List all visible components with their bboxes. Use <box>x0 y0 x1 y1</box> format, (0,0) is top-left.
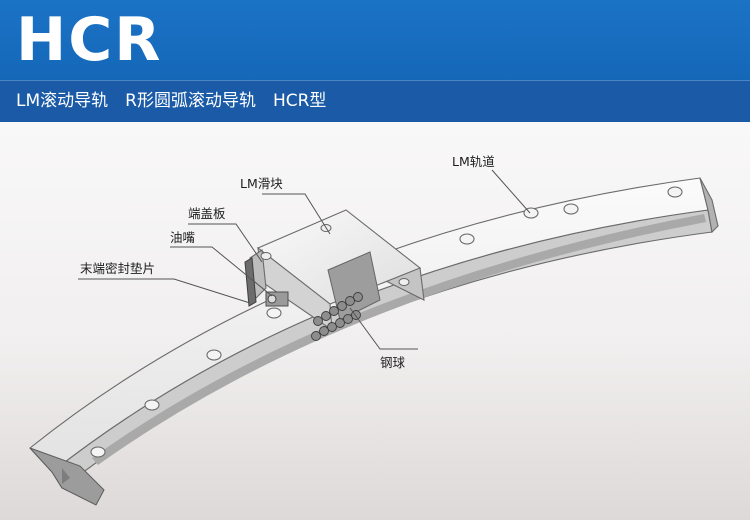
leader-steel-ball <box>349 307 418 350</box>
steel-ball <box>337 301 347 311</box>
end-seal <box>244 257 257 307</box>
label-grease-nipple: 油嘴 <box>170 230 196 245</box>
hcr-illustration: LM轨道 LM滑块 端盖板 油嘴 末端密封垫片 钢球 <box>29 154 719 506</box>
steel-ball <box>329 306 339 316</box>
label-lm-block: LM滑块 <box>240 176 283 191</box>
leader-lm-rail <box>491 169 531 214</box>
page-subtitle: LM滚动导轨 R形圆弧滚动导轨 HCR型 <box>16 91 327 111</box>
lm-rail-end-notch <box>62 468 70 484</box>
rail-hole <box>459 233 475 245</box>
page-title: HCR <box>16 5 163 75</box>
steel-ball <box>321 311 331 321</box>
leader-end-plate <box>188 223 263 263</box>
rail-hole <box>563 203 579 215</box>
rail-hole <box>667 186 683 198</box>
rail-hole <box>90 446 106 458</box>
header-bar: HCR <box>0 0 750 80</box>
steel-ball <box>311 331 321 341</box>
label-end-seal: 末端密封垫片 <box>80 261 155 276</box>
steel-ball <box>343 314 353 324</box>
steel-ball <box>327 322 337 332</box>
lm-rail-far-end <box>699 177 719 234</box>
steel-ball <box>313 316 323 326</box>
label-steel-ball: 钢球 <box>380 355 406 370</box>
label-lm-rail: LM轨道 <box>452 154 495 169</box>
label-end-plate: 端盖板 <box>188 206 226 221</box>
leader-end-seal <box>78 278 251 304</box>
block-hole <box>260 252 272 260</box>
rail-hole <box>266 307 282 319</box>
steel-ball <box>335 318 345 328</box>
hcr-diagram: LM轨道 LM滑块 端盖板 油嘴 末端密封垫片 钢球 <box>0 122 750 520</box>
lm-rail-top <box>29 177 709 473</box>
leader-grease-nipple <box>170 246 273 297</box>
rail-hole <box>144 399 160 411</box>
steel-ball <box>353 292 363 302</box>
leader-lm-block <box>262 193 331 235</box>
rail-hole <box>523 207 539 219</box>
subtitle-bar: LM滚动导轨 R形圆弧滚动导轨 HCR型 <box>0 80 750 123</box>
rail-hole <box>206 349 222 361</box>
steel-ball <box>345 296 355 306</box>
steel-ball <box>319 326 329 336</box>
rail-mounting-holes <box>90 186 683 458</box>
leader-lines <box>78 169 531 350</box>
block-hole <box>398 278 410 286</box>
